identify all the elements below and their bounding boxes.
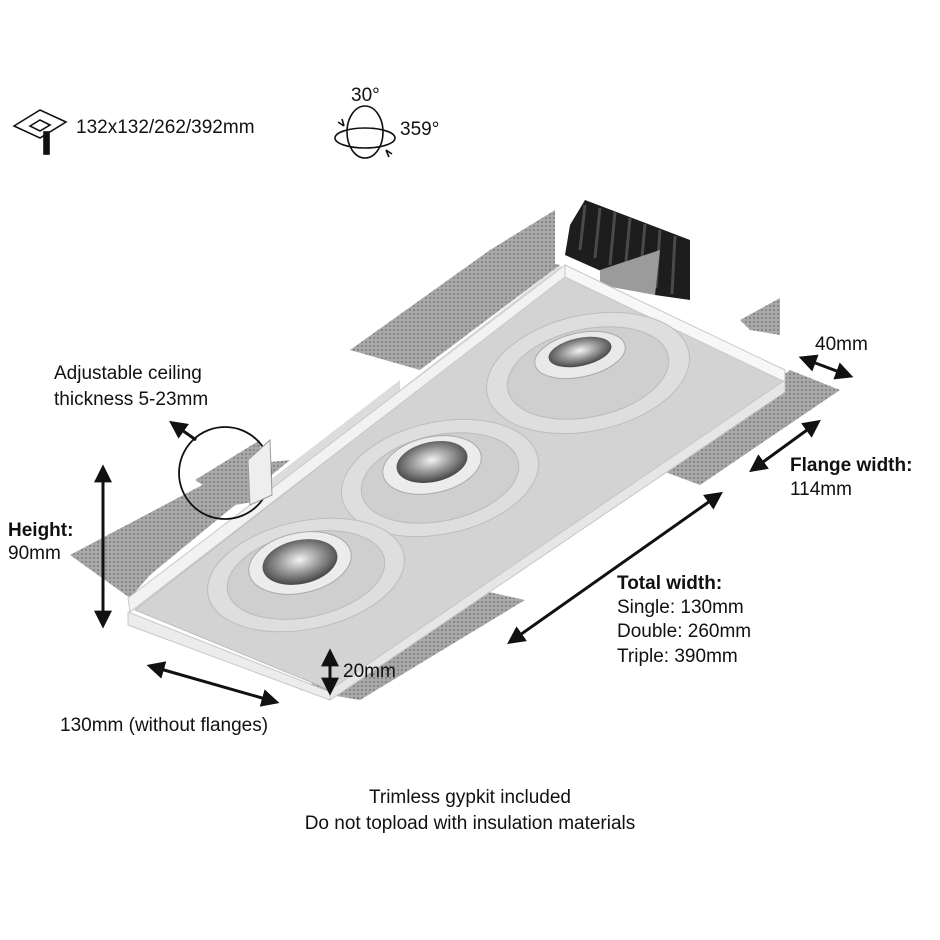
dimension-arrows xyxy=(94,354,854,707)
height-title: Height: xyxy=(8,520,74,541)
flange-value: 114mm xyxy=(790,479,852,500)
light-module-1 xyxy=(486,311,690,435)
flange-width-arrow xyxy=(749,419,821,473)
total-double: Double: 260mm xyxy=(617,621,752,642)
height-value: 90mm xyxy=(8,543,61,564)
heatsink xyxy=(565,200,690,300)
light-module-2 xyxy=(340,418,540,538)
without-flanges-label: 130mm (without flanges) xyxy=(60,715,269,736)
ceiling-pointer-arrow xyxy=(169,420,197,442)
edge-40-arrow xyxy=(798,354,854,380)
adjustable-label-line2: thickness 5-23mm xyxy=(54,389,209,410)
width-130-arrow xyxy=(146,661,280,707)
note-line1: Trimless gypkit included xyxy=(368,787,572,808)
detail-circle xyxy=(178,426,273,520)
rotate-angle: 359° xyxy=(400,119,440,140)
tilt-rotate-icon xyxy=(334,105,396,159)
adjustable-label-line1: Adjustable ceiling xyxy=(54,363,202,384)
ceiling-cutout-icon xyxy=(12,109,68,155)
total-triple: Triple: 390mm xyxy=(617,646,738,667)
total-single: Single: 130mm xyxy=(617,597,744,618)
cutout-size: 132x132/262/392mm xyxy=(76,117,255,138)
tilt-angle: 30° xyxy=(351,85,380,106)
light-module-3 xyxy=(207,517,405,633)
flange-title: Flange width: xyxy=(790,455,913,476)
total-width-arrow xyxy=(507,491,723,645)
depth-20-label: 20mm xyxy=(343,661,396,682)
edge-40-label: 40mm xyxy=(815,334,868,355)
note-line2: Do not topload with insulation materials xyxy=(304,813,636,834)
total-title: Total width: xyxy=(617,573,723,594)
